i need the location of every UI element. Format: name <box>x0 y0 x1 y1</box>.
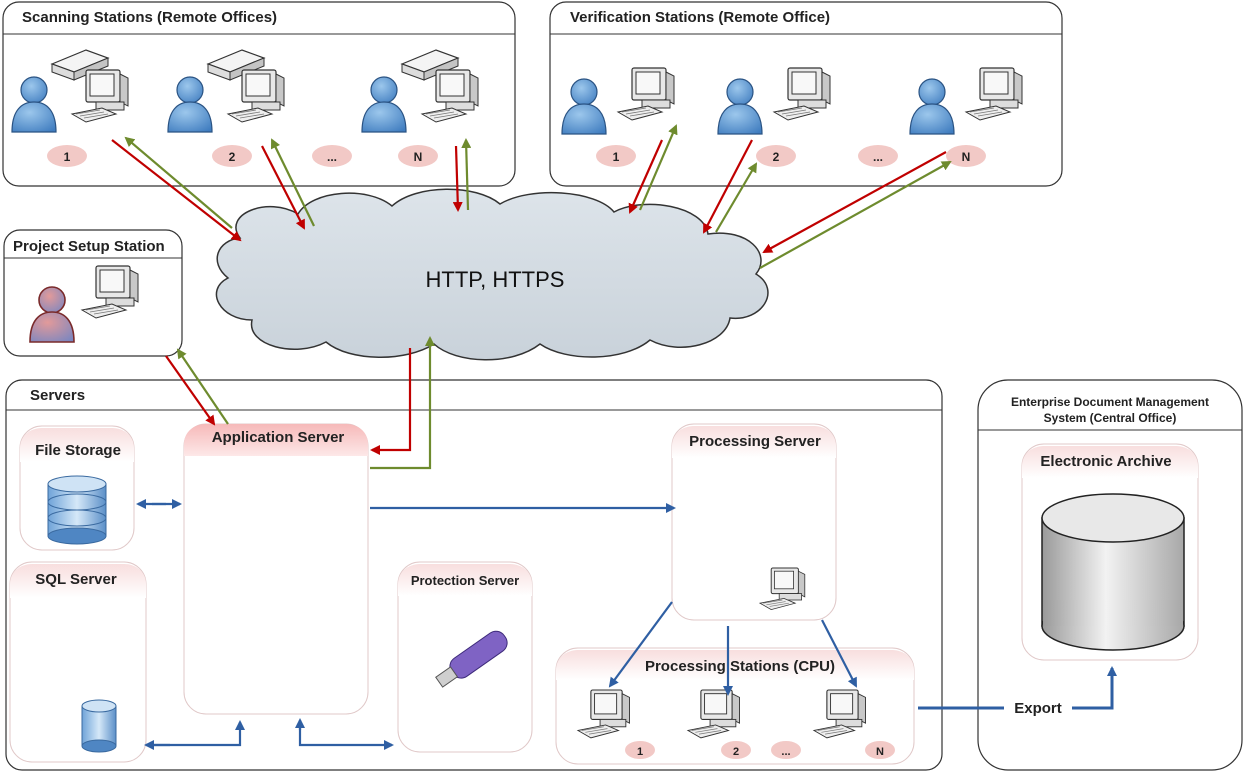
servers-group: Servers File Storage SQL Server Applicat… <box>5 379 943 771</box>
scan-badge-2: 2 <box>229 150 236 164</box>
proc-badge-2: 2 <box>733 746 739 758</box>
scanning-stations-group: Scanning Stations (Remote Offices) 1 2 .… <box>2 1 516 187</box>
servers-title: Servers <box>30 387 85 404</box>
scan-badge-n: N <box>414 150 423 164</box>
application-server-label: Application Server <box>212 429 345 446</box>
scan-badge-dots: ... <box>327 150 337 164</box>
proc-badge-n: N <box>876 746 884 758</box>
sql-server-label: SQL Server <box>35 571 117 588</box>
edms-title-line2: System (Central Office) <box>1044 411 1177 425</box>
proc-badge-1: 1 <box>637 746 643 758</box>
electronic-archive-label: Electronic Archive <box>1040 453 1171 470</box>
usb-key-icon <box>435 630 508 688</box>
scan-badge-1: 1 <box>64 150 71 164</box>
project-setup-station: Project Setup Station <box>3 229 183 357</box>
connection-arrows <box>111 124 1117 750</box>
database-icon <box>81 699 117 753</box>
processing-stations-title: Processing Stations (CPU) <box>645 658 835 675</box>
verif-badge-dots: ... <box>873 150 883 164</box>
processing-server-label: Processing Server <box>689 433 821 450</box>
network-label: HTTP, HTTPS <box>426 267 565 292</box>
edms-title-line1: Enterprise Document Management <box>1011 395 1209 409</box>
electronic-archive-icon <box>1041 493 1185 651</box>
verif-badge-1: 1 <box>613 150 620 164</box>
file-storage-label: File Storage <box>35 442 121 459</box>
network-cloud: HTTP, HTTPS <box>215 188 769 361</box>
verif-badge-n: N <box>962 150 971 164</box>
verif-badge-2: 2 <box>773 150 780 164</box>
file-storage-icon <box>47 475 107 545</box>
edms-group: Enterprise Document Management System (C… <box>977 379 1243 771</box>
verification-stations-title: Verification Stations (Remote Office) <box>570 9 830 26</box>
protection-server-label: Protection Server <box>411 573 519 588</box>
export-label: Export <box>1014 700 1062 717</box>
project-setup-title: Project Setup Station <box>13 238 165 255</box>
proc-badge-dots: ... <box>781 746 790 758</box>
scanning-stations-title: Scanning Stations (Remote Offices) <box>22 9 277 26</box>
verification-stations-group: Verification Stations (Remote Office) 1 … <box>549 1 1063 187</box>
